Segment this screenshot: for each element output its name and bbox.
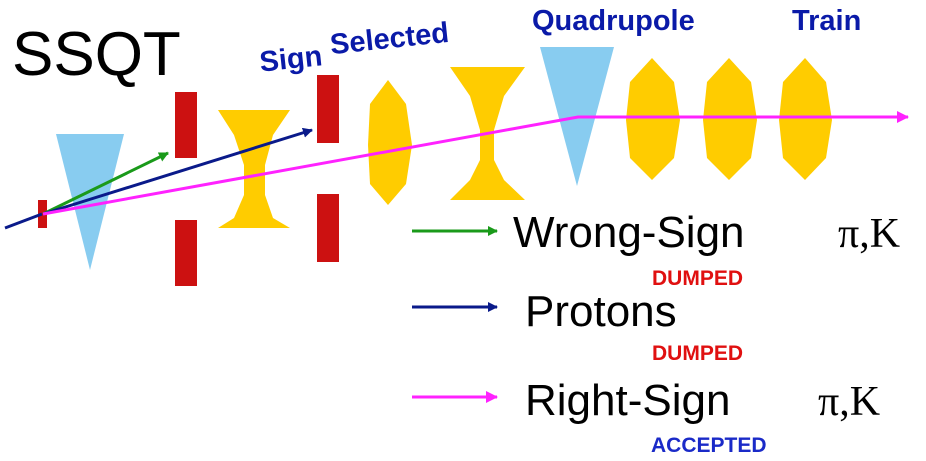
trajectory-right-sign (42, 111, 909, 216)
focusing-quad-2 (626, 58, 680, 180)
legend-label-protons: Protons (525, 287, 677, 336)
legend-label-right-sign: Right-Sign (525, 376, 730, 425)
collimator-2-upper (317, 75, 339, 143)
legend-label-wrong-sign: Wrong-Sign (513, 208, 745, 257)
title-ssqt: SSQT (12, 20, 181, 89)
focusing-quad-4 (779, 58, 832, 180)
subtitle-selected: Selected (329, 17, 451, 61)
collimator-1-upper (175, 92, 197, 158)
defocusing-quad-1 (218, 110, 290, 228)
bend-magnet-1 (56, 134, 124, 270)
incoming-beam (4, 212, 43, 230)
focusing-quad-3 (703, 58, 757, 180)
subtitle-train: Train (792, 5, 861, 37)
legend-symbol-right-sign: π,K (818, 379, 880, 425)
target (38, 200, 47, 228)
status-protons: DUMPED (652, 342, 743, 365)
status-right-sign: ACCEPTED (651, 434, 767, 457)
focusing-quad-1 (368, 80, 412, 205)
subtitle: Sign Selected (258, 17, 451, 79)
status-wrong-sign: DUMPED (652, 267, 743, 290)
collimator-2-lower (317, 194, 339, 262)
legend: Wrong-Sign π,K DUMPED Protons DUMPED Rig… (412, 208, 900, 457)
subtitle-quadrupole: Quadrupole (532, 5, 695, 37)
subtitle-sign: Sign (258, 40, 324, 78)
legend-symbol-wrong-sign: π,K (838, 211, 900, 257)
trajectory-wrong-sign (42, 151, 169, 216)
collimator-1-lower (175, 220, 197, 286)
trajectory-protons (42, 127, 313, 216)
